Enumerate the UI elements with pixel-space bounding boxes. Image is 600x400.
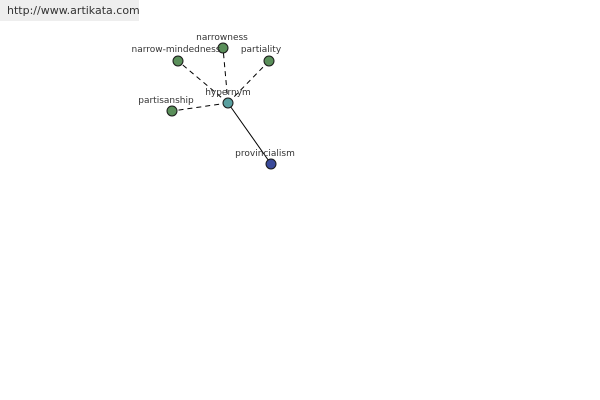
- nodes-layer: [166, 42, 277, 170]
- source-link[interactable]: http://www.artikata.com: [7, 4, 140, 17]
- node-label-narrow-mindedness: narrow-mindedness: [132, 45, 221, 55]
- node-label-partisanship: partisanship: [138, 96, 194, 106]
- node-label-narrowness: narrowness: [196, 33, 248, 43]
- edge-hypernym-narrow-mindedness: [177, 60, 229, 104]
- edge-hypernym-partisanship: [171, 102, 229, 112]
- node-partiality[interactable]: [263, 55, 275, 67]
- source-bar: http://www.artikata.com: [0, 0, 140, 21]
- edge-hypernym-provincialism: [227, 102, 272, 165]
- edge-hypernym-narrowness: [222, 47, 229, 104]
- node-hypernym[interactable]: [222, 97, 234, 109]
- node-partisanship[interactable]: [166, 105, 178, 117]
- edge-hypernym-partiality: [227, 60, 270, 104]
- node-narrow-mindedness[interactable]: [172, 55, 184, 67]
- labels-layer: hypernym narrowness narrow-mindedness parti…: [132, 33, 295, 159]
- node-label-provincialism: provincialism: [235, 149, 295, 159]
- edges-layer: [171, 47, 272, 165]
- node-label-partiality: partiality: [241, 45, 282, 55]
- node-provincialism[interactable]: [265, 158, 277, 170]
- node-narrowness[interactable]: [217, 42, 229, 54]
- node-label-hypernym: hypernym: [205, 88, 251, 98]
